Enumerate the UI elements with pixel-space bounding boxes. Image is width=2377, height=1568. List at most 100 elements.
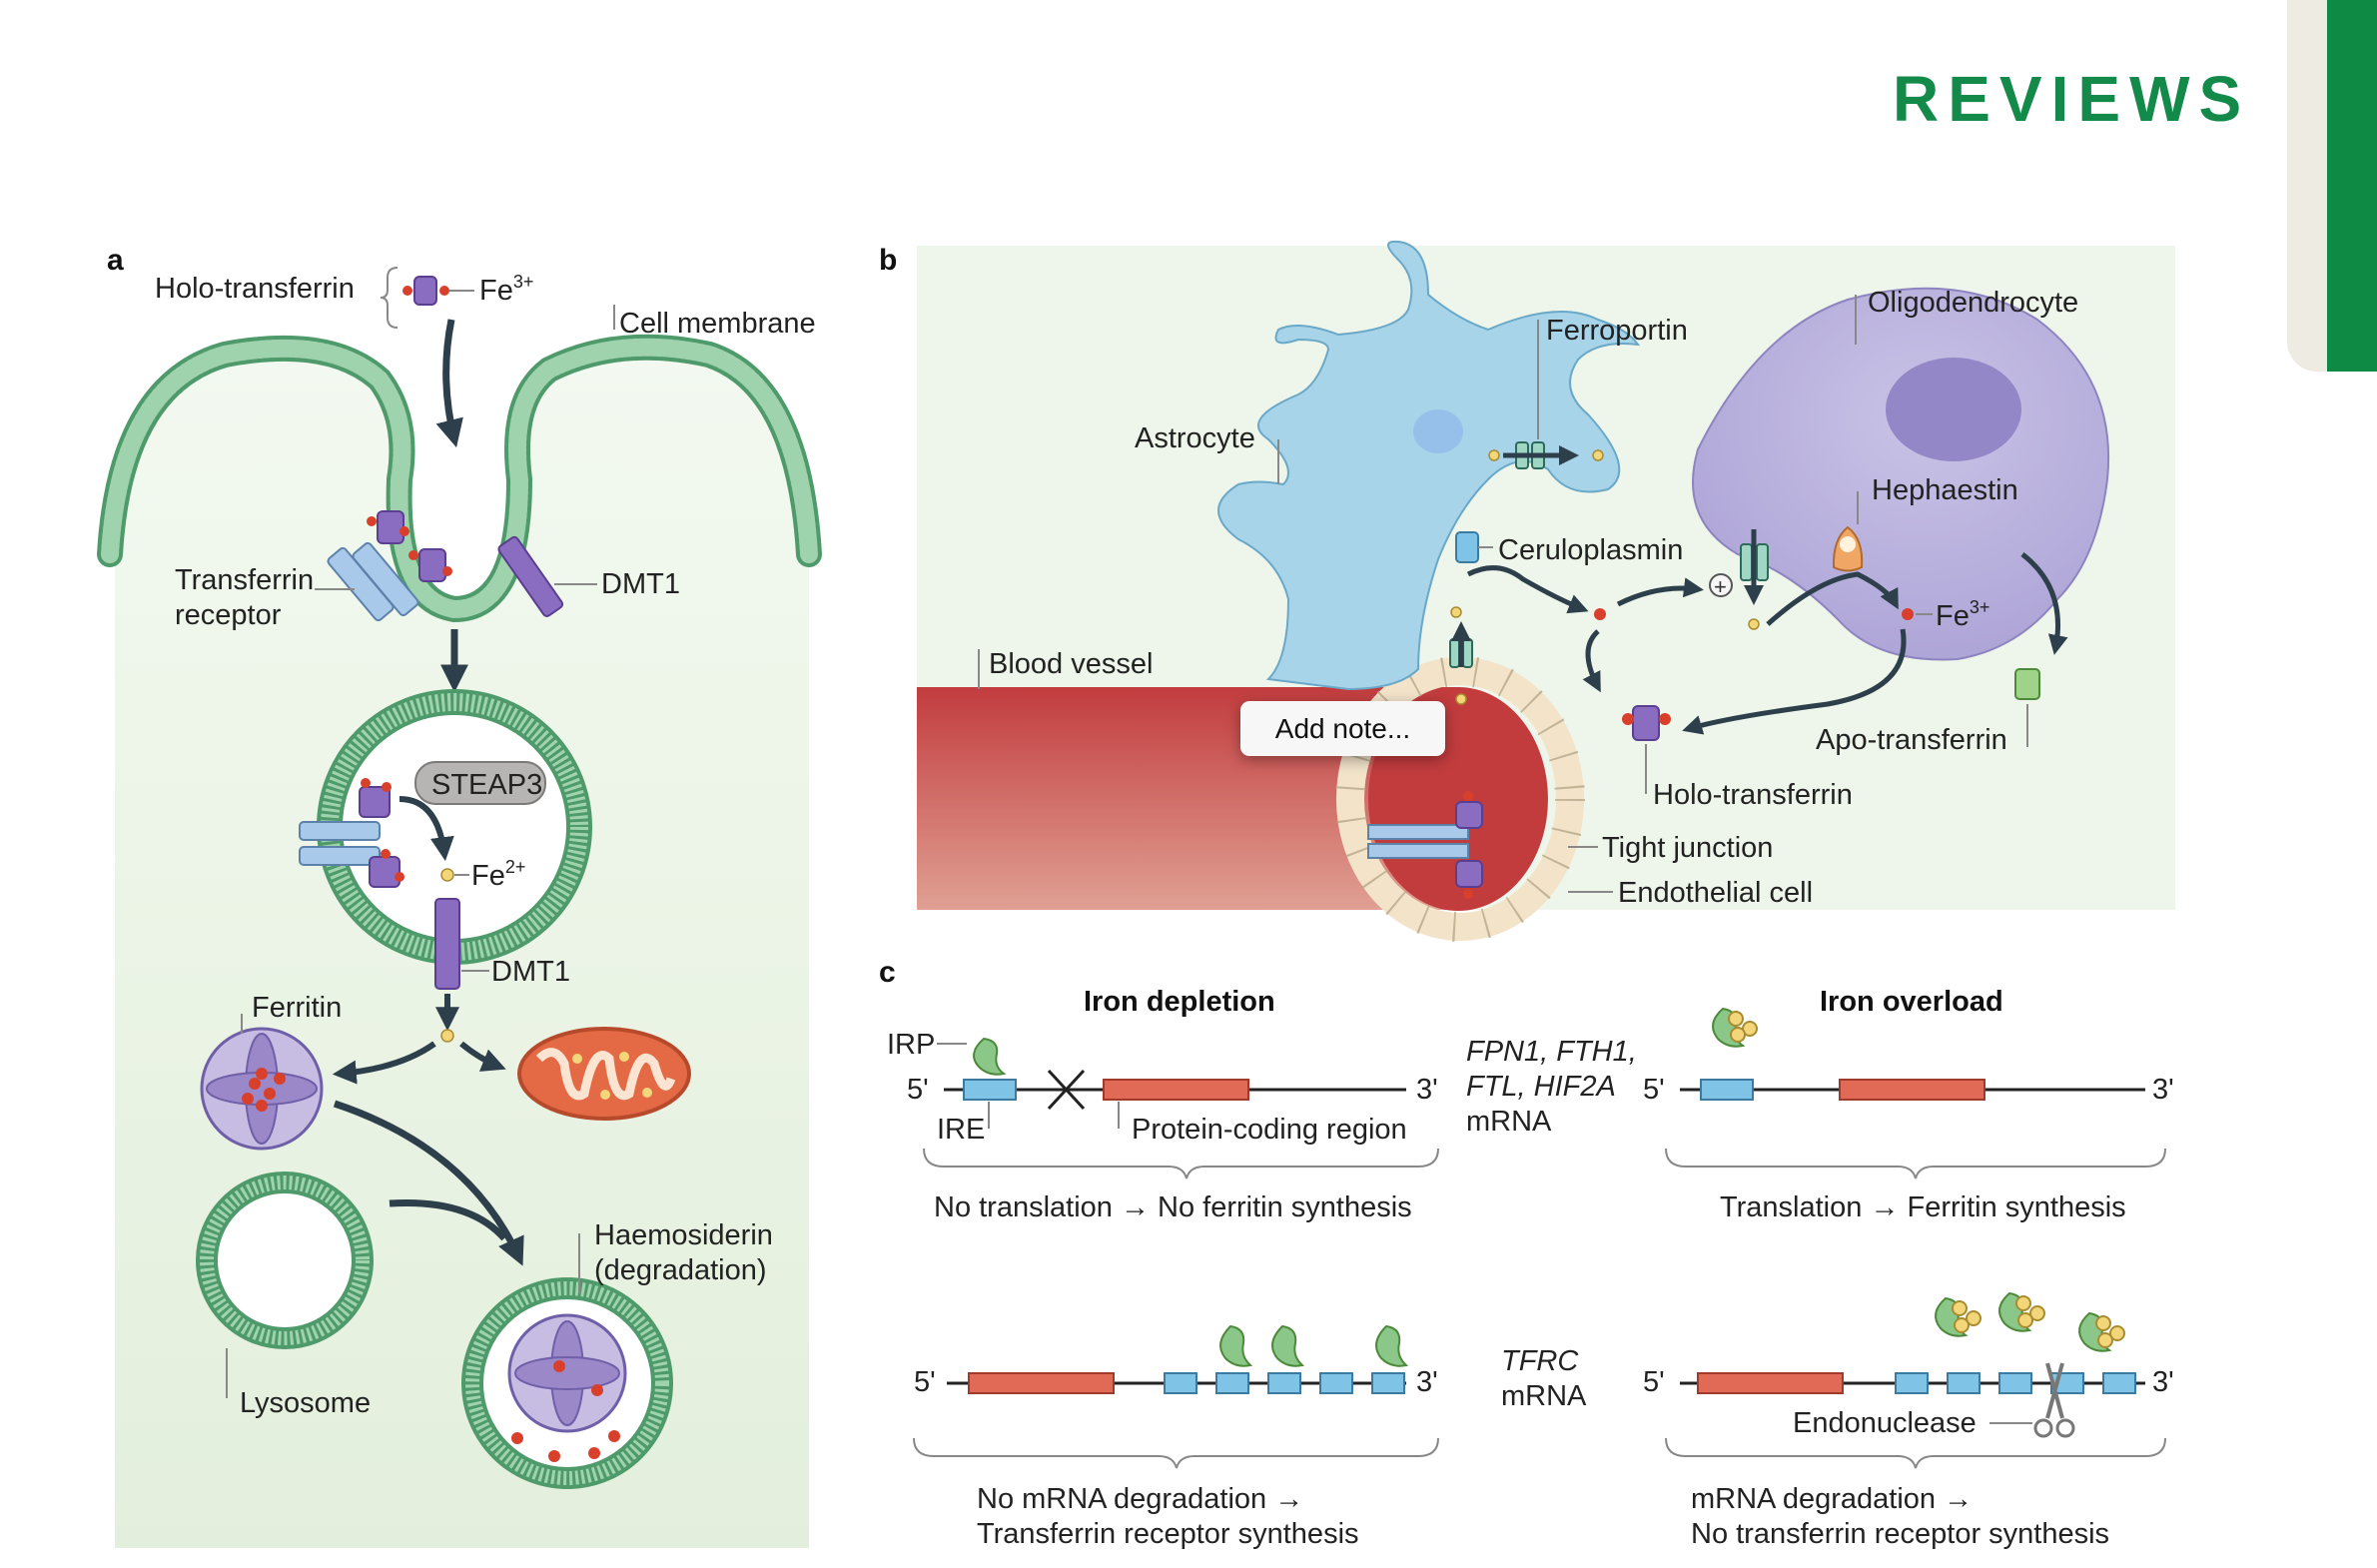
genes-line-1: FPN1, FTH1, (1466, 1036, 1637, 1068)
journal-section-title: REVIEWS (1893, 63, 2251, 135)
coding-region-3 (968, 1372, 1115, 1394)
translation-label: Translation → Ferritin synthesis (1720, 1191, 2126, 1223)
add-note-button[interactable]: Add note... (1240, 701, 1445, 756)
ceruloplasmin (1455, 531, 1479, 563)
coding-region-2 (1839, 1079, 1985, 1101)
irp-bound-icon (973, 1037, 1007, 1076)
lysosome-fusion-arrow (389, 1198, 507, 1241)
transferrin-receptor-label-2: receptor (175, 599, 282, 631)
fe3-label-a: Fe3+ (479, 272, 533, 307)
mitochondrion (517, 1027, 691, 1121)
arrow-to-ferritin (332, 1041, 436, 1085)
oligodendrocyte-channel (1740, 529, 1769, 630)
steap3-label: STEAP3 (431, 769, 542, 801)
transferrin-receptor-label-1: Transferrin (175, 564, 314, 596)
ire-label: IRE (937, 1114, 985, 1146)
coding-region-1 (1103, 1079, 1249, 1101)
hephaestin-label: Hephaestin (1872, 474, 2018, 506)
panel-a: a Holo-transferrin Fe3+ Cell membrane (97, 244, 822, 1549)
ceruloplasmin-label: Ceruloplasmin (1498, 534, 1683, 566)
endonuclease-label: Endonuclease (1793, 1407, 1977, 1439)
ferritin-sphere (200, 1027, 324, 1151)
reduction-arrow (398, 796, 454, 862)
ferritin-degradation-arrow (333, 1100, 524, 1266)
dmt1-top-channel (497, 535, 564, 617)
astrocyte-nucleus (1413, 409, 1463, 453)
steap3-box (414, 761, 546, 805)
apo-transferrin (2014, 668, 2040, 700)
panel-b: b Blood vessel Astrocyte F (879, 240, 2175, 942)
cell-membrane-label: Cell membrane (619, 308, 816, 340)
degradation-label-1: mRNA degradation → (1691, 1483, 1973, 1515)
iron-overload-title: Iron overload (1820, 986, 2003, 1018)
protein-coding-label: Protein-coding region (1132, 1114, 1407, 1146)
irp-iron-bound-icon (1712, 1007, 1758, 1048)
holo-transferrin-label-b: Holo-transferrin (1653, 779, 1853, 811)
genes-line-2: FTL, HIF2A (1466, 1071, 1616, 1103)
endothelial-cell-label: Endothelial cell (1618, 877, 1813, 909)
panel-c-letter: c (879, 956, 896, 989)
ceruloplasmin-oxidation-arrow (1466, 565, 1589, 614)
no-degradation-label-1: No mRNA degradation → (977, 1483, 1303, 1515)
panel-c: c Iron depletion Iron overload IRP 5' 3'… (879, 956, 2174, 1550)
five-prime-4: 5' (1643, 1366, 1665, 1398)
dmt1-bottom-label: DMT1 (491, 956, 570, 988)
dmt1-bottom-channel (434, 898, 460, 990)
haemosiderin-label-2: (degradation) (594, 1254, 767, 1286)
holo-transferrin-icon (402, 276, 474, 306)
haemosiderin-ferritin (507, 1313, 627, 1462)
ferroportin (1488, 441, 1604, 469)
five-prime-3: 5' (914, 1366, 936, 1398)
hephaestin-oxidation-arrow (1766, 571, 1899, 626)
oligodendrocyte-label: Oligodendrocyte (1868, 287, 2078, 319)
five-prime-1: 5' (907, 1074, 929, 1106)
holo-transferrin-label-a: Holo-transferrin (155, 273, 355, 305)
holo-transferrin-b (1622, 705, 1671, 741)
three-prime-4: 3' (2152, 1366, 2174, 1398)
oligodendrocyte-nucleus (1886, 358, 2021, 461)
hephaestin (1832, 525, 1864, 572)
tight-junction-label: Tight junction (1602, 832, 1773, 864)
fe3-label-b: Fe3+ (1936, 597, 1989, 632)
fe3-ion-b (1902, 608, 1914, 620)
ire-box-1 (963, 1079, 1017, 1101)
tfrc-label: TFRC (1501, 1345, 1579, 1377)
scissors-icon (2033, 1362, 2075, 1438)
three-prime-3: 3' (1416, 1366, 1438, 1398)
five-prime-2: 5' (1643, 1074, 1665, 1106)
dmt1-top-label: DMT1 (601, 568, 680, 600)
fe2-label: Fe2+ (471, 857, 525, 892)
endothelial-export (1449, 621, 1473, 705)
panel-b-letter: b (879, 244, 897, 277)
endosome-receptor (299, 778, 404, 888)
blood-vessel-label: Blood vessel (989, 648, 1153, 680)
side-tab-accent (2287, 0, 2327, 372)
tfrc-mrna-label: mRNA (1501, 1380, 1587, 1412)
tfrc-ire-boxes-1 (1164, 1372, 1405, 1394)
no-degradation-label-2: Transferrin receptor synthesis (977, 1518, 1359, 1550)
apo-transferrin-label: Apo-transferrin (1816, 724, 2007, 756)
endothelium (1335, 656, 1585, 942)
transferrin-loading-arrow (1682, 628, 1907, 735)
genes-line-3: mRNA (1466, 1106, 1552, 1138)
plus-circle (1709, 573, 1733, 597)
three-prime-1: 3' (1416, 1074, 1438, 1106)
three-prime-2: 3' (2152, 1074, 2174, 1106)
ferroportin-label: Ferroportin (1546, 315, 1688, 347)
endocytosis-arrow (435, 319, 463, 448)
degradation-label-2: No transferrin receptor synthesis (1691, 1518, 2109, 1550)
plus-label: + (1714, 574, 1727, 599)
coding-region-4 (1697, 1372, 1844, 1394)
irp-label: IRP (887, 1029, 935, 1061)
irp-bound-tfrc (1219, 1324, 1409, 1367)
panel-a-letter: a (107, 244, 124, 277)
transferrin-receptor-top (327, 510, 452, 622)
ire-box-2 (1700, 1079, 1754, 1101)
astrocyte-label: Astrocyte (1135, 422, 1255, 454)
fe2-ion (440, 868, 454, 882)
no-translation-label: No translation → No ferritin synthesis (934, 1191, 1412, 1223)
lysosome-label: Lysosome (240, 1387, 371, 1419)
side-tab-green (2327, 0, 2377, 372)
iron-depletion-title: Iron depletion (1084, 986, 1275, 1018)
